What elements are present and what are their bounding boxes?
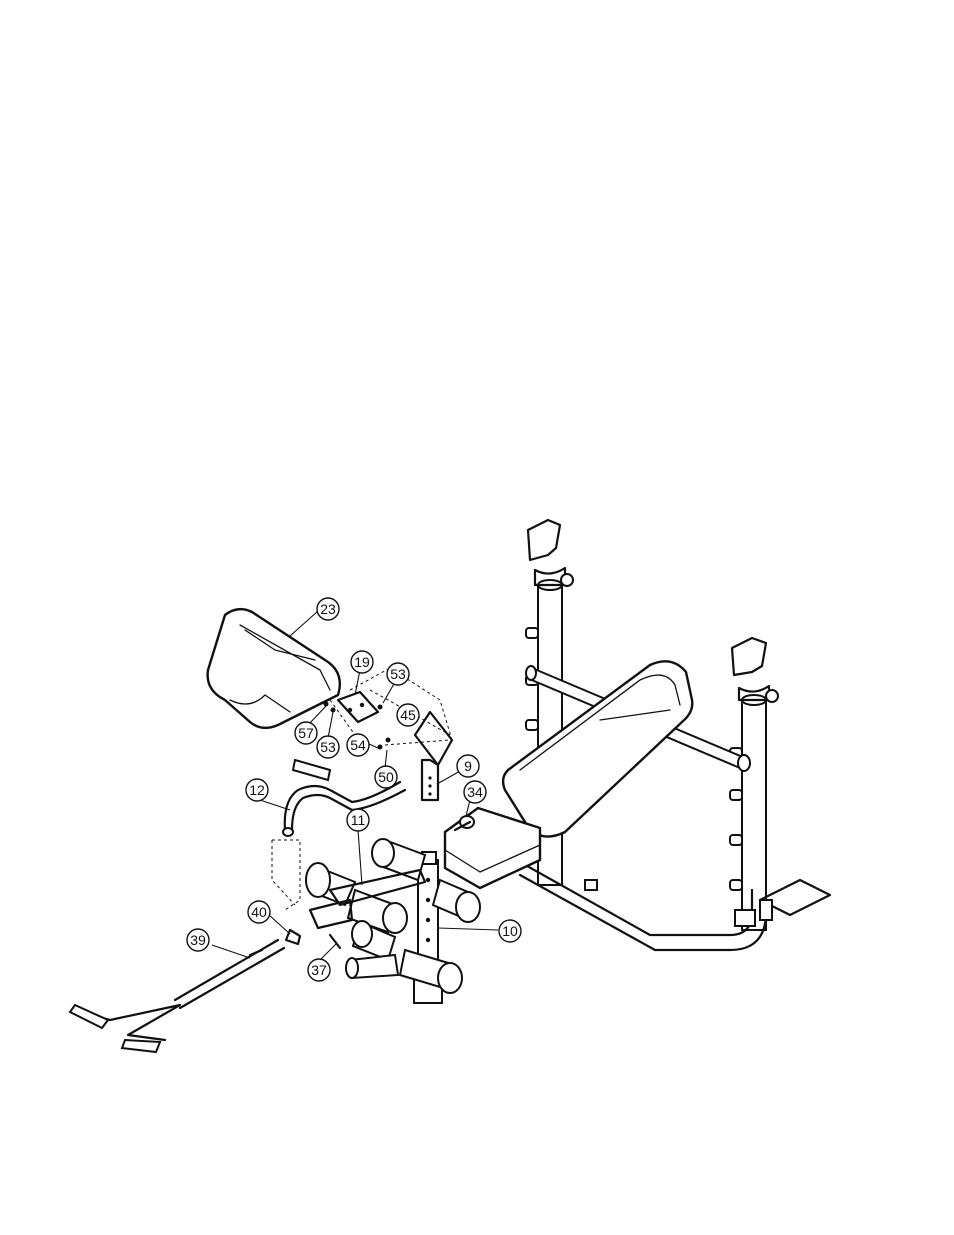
callout-23: 23 bbox=[317, 598, 339, 620]
callout-40: 40 bbox=[248, 901, 270, 923]
callout-39: 39 bbox=[187, 929, 209, 951]
callout-45: 45 bbox=[397, 704, 419, 726]
callout-50: 50 bbox=[375, 766, 397, 788]
svg-text:57: 57 bbox=[298, 725, 314, 741]
callout-19: 19 bbox=[351, 651, 373, 673]
callout-10: 10 bbox=[499, 920, 521, 942]
callout-12: 12 bbox=[246, 779, 268, 801]
preacher-pad bbox=[208, 609, 340, 728]
svg-text:37: 37 bbox=[311, 962, 327, 978]
handle-strap bbox=[70, 940, 284, 1052]
base-frame bbox=[520, 862, 830, 950]
callout-37: 37 bbox=[308, 959, 330, 981]
svg-text:53: 53 bbox=[320, 739, 336, 755]
callout-53-top: 53 bbox=[387, 663, 409, 685]
backrest-pad bbox=[503, 661, 692, 836]
callout-54: 54 bbox=[347, 734, 369, 756]
mount-plate bbox=[338, 692, 378, 722]
svg-text:34: 34 bbox=[467, 784, 483, 800]
svg-text:40: 40 bbox=[251, 904, 267, 920]
right-upright bbox=[730, 638, 778, 930]
svg-text:53: 53 bbox=[390, 666, 406, 682]
callout-57: 57 bbox=[295, 722, 317, 744]
svg-text:12: 12 bbox=[249, 782, 265, 798]
callout-34: 34 bbox=[464, 781, 486, 803]
callout-9: 9 bbox=[457, 755, 479, 777]
svg-text:19: 19 bbox=[354, 654, 370, 670]
svg-text:54: 54 bbox=[350, 737, 366, 753]
svg-text:50: 50 bbox=[378, 769, 394, 785]
svg-text:23: 23 bbox=[320, 601, 336, 617]
svg-text:45: 45 bbox=[400, 707, 416, 723]
svg-text:9: 9 bbox=[464, 758, 472, 774]
svg-text:11: 11 bbox=[351, 812, 366, 828]
callout-11: 11 bbox=[347, 809, 369, 831]
callout-53-bottom: 53 bbox=[317, 736, 339, 758]
svg-text:39: 39 bbox=[190, 932, 206, 948]
svg-text:10: 10 bbox=[502, 923, 518, 939]
